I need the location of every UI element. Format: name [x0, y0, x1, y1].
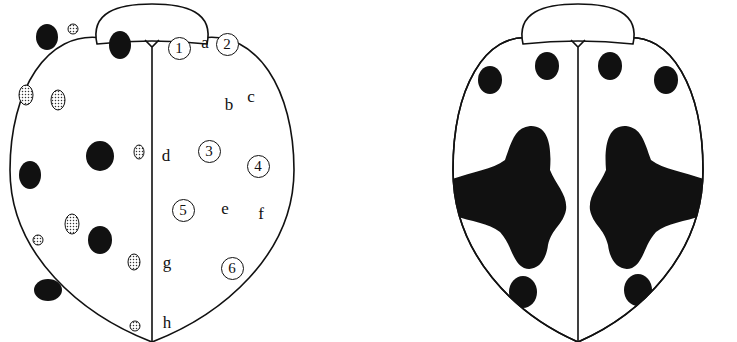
elytra-outline: [10, 37, 294, 342]
spot-number: 1: [175, 41, 183, 56]
spot-number-circle: 6: [221, 257, 244, 280]
elytral-suture: [145, 40, 159, 342]
spot-number: 6: [228, 261, 236, 276]
region-letter: f: [258, 205, 264, 222]
region-letter: a: [201, 34, 209, 51]
region-letter: c: [247, 88, 255, 105]
pronotum: [522, 4, 634, 44]
spot-number: 5: [179, 203, 187, 218]
spot-number-circle: 5: [172, 199, 195, 222]
stippled-spots: [19, 24, 144, 331]
right-beetle: [450, 4, 706, 342]
elytral-suture: [571, 40, 585, 342]
region-letter: b: [225, 96, 234, 113]
spot-number-circle: 4: [247, 155, 270, 178]
spot-number-circle: 3: [198, 140, 221, 163]
region-letter: d: [162, 147, 171, 164]
spot-number: 3: [205, 144, 213, 159]
spot-number-circle: 1: [168, 37, 191, 60]
region-letter: h: [163, 314, 172, 331]
spot-number: 2: [223, 37, 231, 52]
spot-number-circle: 2: [216, 33, 239, 56]
spot-number: 4: [254, 159, 262, 174]
black-spots: [19, 24, 131, 301]
region-letter: e: [221, 200, 229, 217]
elytra-outline-stroke: [453, 37, 703, 342]
region-letter: g: [163, 254, 172, 271]
left-beetle: [10, 4, 294, 342]
